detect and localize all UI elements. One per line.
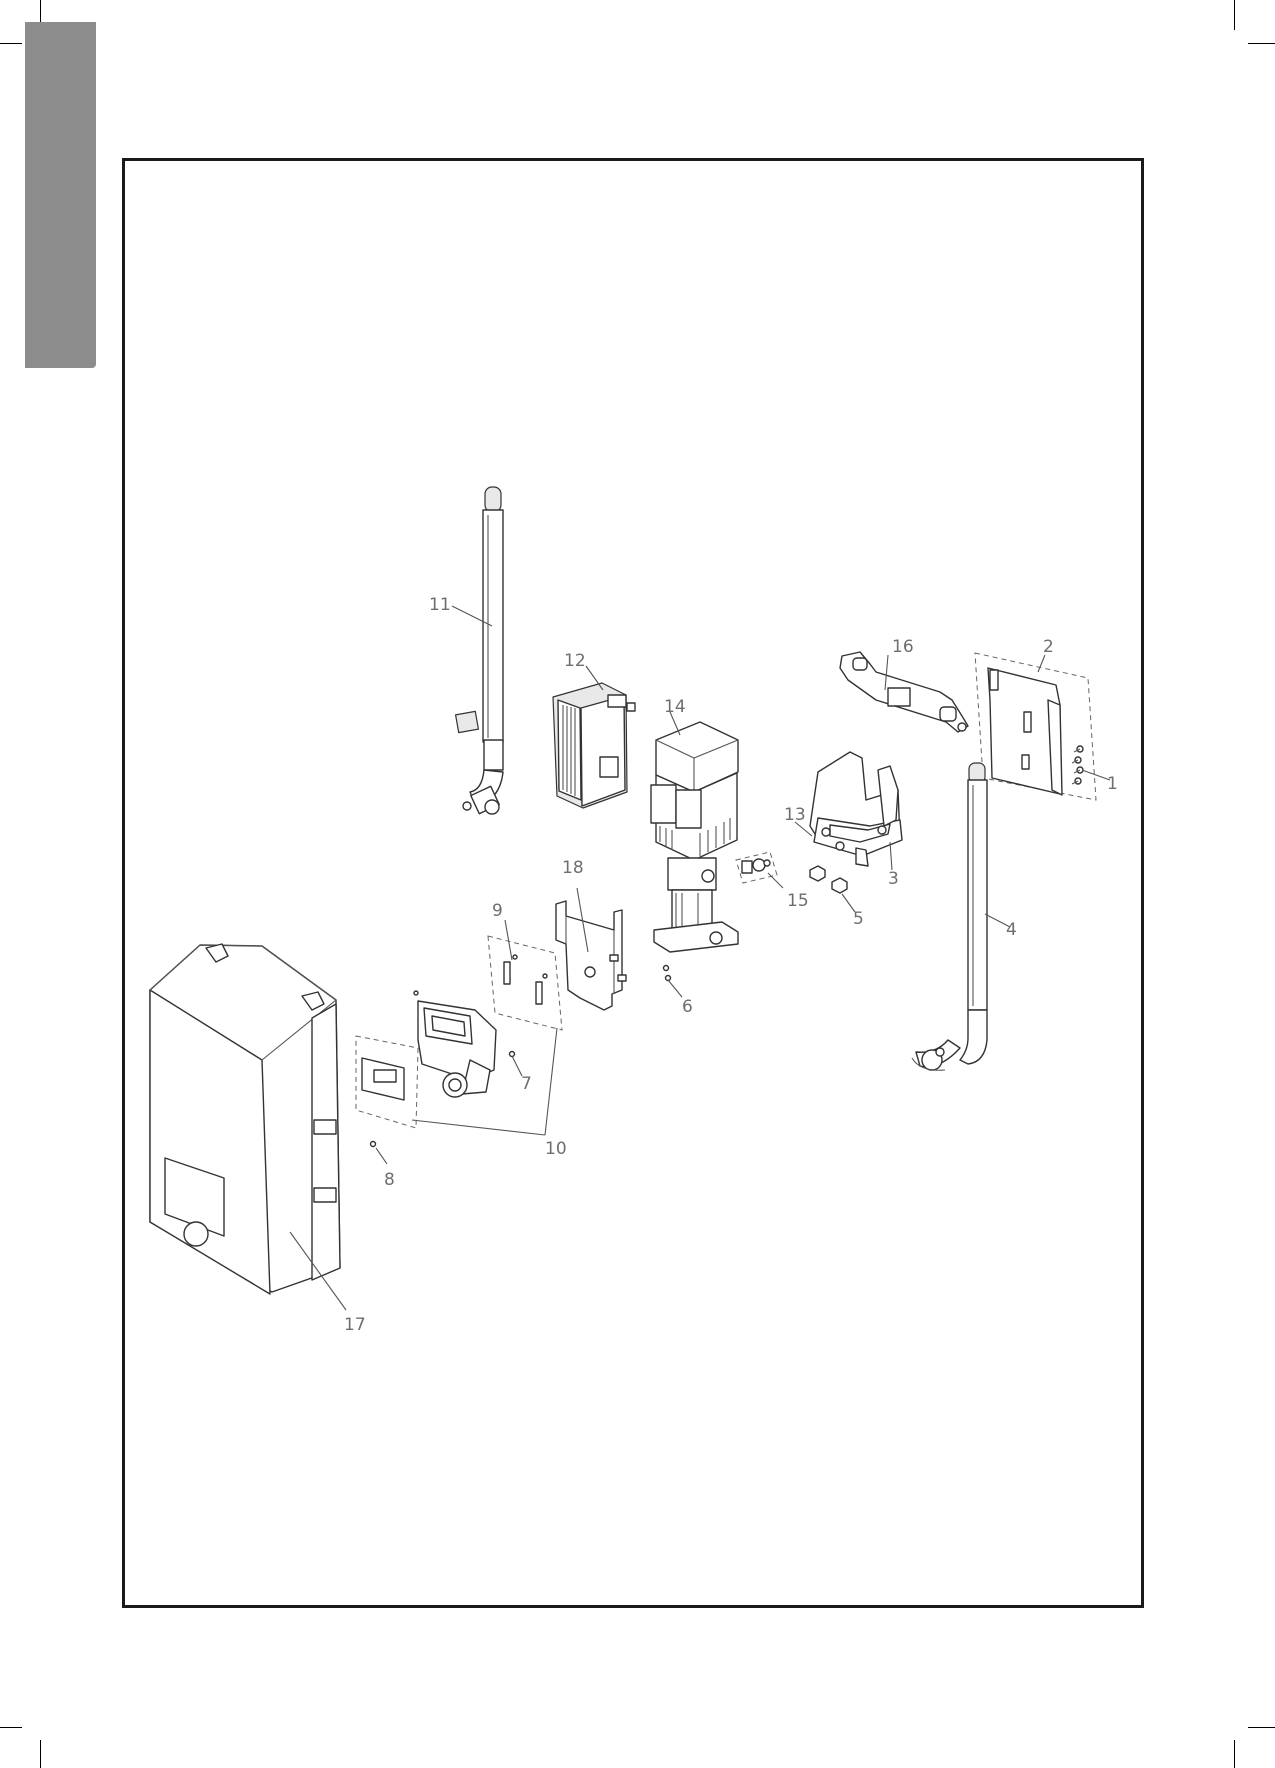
part-10-display-module <box>356 1036 418 1128</box>
callout-7: 7 <box>521 1074 532 1094</box>
callout-9: 9 <box>492 901 503 921</box>
callout-2: 2 <box>1043 637 1054 657</box>
part-8-screw <box>371 1142 376 1147</box>
part-7-display-housing <box>414 991 515 1097</box>
part-12-control-module <box>553 683 635 808</box>
callout-1: 1 <box>1107 774 1118 794</box>
part-17-cover <box>150 944 340 1294</box>
part-4-pipe <box>912 763 987 1070</box>
callout-13: 13 <box>784 805 806 825</box>
part-18-bracket-plate <box>556 901 626 1010</box>
callout-14: 14 <box>664 697 686 717</box>
callout-4: 4 <box>1006 920 1017 940</box>
part-6-screws <box>664 966 671 981</box>
callout-5: 5 <box>853 909 864 929</box>
part-15-fitting <box>736 852 777 883</box>
callout-10: 10 <box>545 1139 567 1159</box>
callout-18: 18 <box>562 858 584 878</box>
part-9-clips <box>488 936 562 1030</box>
callout-11: 11 <box>429 595 451 615</box>
callout-15: 15 <box>787 891 809 911</box>
callout-16: 16 <box>892 637 914 657</box>
part-5-nuts <box>810 866 847 893</box>
callout-17: 17 <box>344 1315 366 1335</box>
part-11-vertical-pipe <box>456 487 503 814</box>
callout-3: 3 <box>888 869 899 889</box>
part-13-pump-stand <box>810 752 902 866</box>
part-14-vertical-pump <box>651 722 738 952</box>
callout-12: 12 <box>564 651 586 671</box>
callout-6: 6 <box>682 997 693 1017</box>
callout-8: 8 <box>384 1170 395 1190</box>
part-16-bracket-bar <box>840 652 968 732</box>
part-1-screws <box>1072 746 1083 784</box>
